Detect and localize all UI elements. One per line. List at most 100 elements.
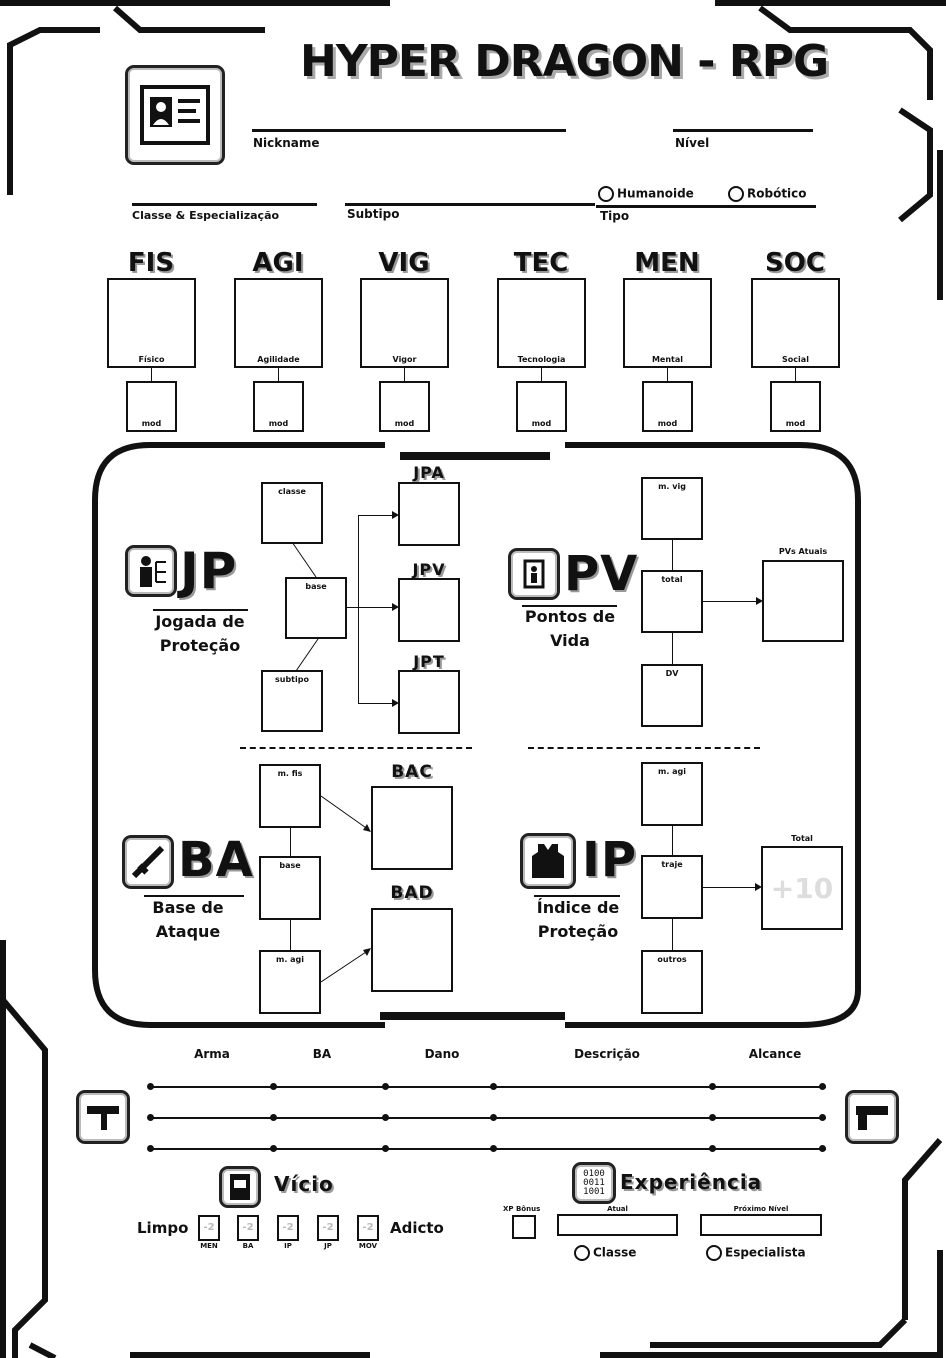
row-dot [709,1083,716,1090]
vicio-box-ba[interactable]: -2 [237,1215,259,1241]
bac-box[interactable] [371,786,453,870]
row-dot [147,1145,154,1152]
fis-score-box[interactable]: Físico [107,278,196,368]
agi-score-box[interactable]: Agilidade [234,278,323,368]
weapon-row[interactable] [147,1145,826,1152]
radio-circle[interactable] [706,1245,722,1261]
mod-label: mod [657,419,678,428]
vicio-box-jp[interactable]: -2 [317,1215,339,1241]
pv-dv-box[interactable]: DV [641,664,703,727]
row-dot [270,1083,277,1090]
pv-total-box[interactable]: total [641,570,703,633]
title-line: Proteção [537,922,619,941]
mod-label: mod [785,419,806,428]
subtipo-field[interactable] [345,203,595,206]
weapons-header-2: Dano [424,1047,460,1061]
tec-heading: TEC [513,248,569,278]
ba-magi-box[interactable]: m. agi [259,950,321,1014]
men-mod-box[interactable]: mod [642,381,693,432]
jpa-box[interactable] [398,482,460,546]
tec-score-box[interactable]: Tecnologia [497,278,586,368]
row-dot [382,1145,389,1152]
radio-circle[interactable] [598,186,614,202]
title-line: Pontos de [524,607,616,626]
row-dot [709,1145,716,1152]
nickname-field[interactable] [252,129,566,132]
vicio-box-men[interactable]: -2 [198,1215,220,1241]
vicio-box-label: IP [284,1242,292,1250]
ip-total-box[interactable]: +10 [761,846,843,930]
xp-proximo-box[interactable] [700,1214,822,1236]
xp-bonus-box[interactable] [512,1215,536,1239]
ip-traje-box[interactable]: traje [641,855,703,919]
men-score-box[interactable]: Mental [623,278,712,368]
vicio-box-ip[interactable]: -2 [277,1215,299,1241]
jpt-box[interactable] [398,670,460,734]
divider [534,895,620,897]
row-dot [382,1114,389,1121]
nivel-field[interactable] [673,129,813,132]
connector-line [290,920,291,950]
weapons-header-3: Descrição [574,1047,640,1061]
radio-label: Robótico [747,186,807,201]
ba-mfis-box[interactable]: m. fis [259,764,321,828]
bad-box[interactable] [371,908,453,992]
row-dot [147,1083,154,1090]
connector-line [404,368,405,381]
weapon-row[interactable] [147,1114,826,1121]
pv-mvig-box[interactable]: m. vig [641,477,703,540]
pv-atuais-box[interactable] [762,560,844,642]
ip-outros-box[interactable]: outros [641,950,703,1014]
title-line: Proteção [159,636,241,655]
agi-mod-box[interactable]: mod [253,381,304,432]
tec-mod-box[interactable]: mod [516,381,567,432]
weapon-row[interactable] [147,1083,826,1090]
classe-field[interactable] [132,203,317,206]
connector-line [795,368,796,381]
nickname-label: Nickname [253,136,320,150]
xp-classe-radio[interactable]: Classe [574,1245,636,1261]
soc-score-box[interactable]: Social [751,278,840,368]
arrow-jpa [358,511,399,519]
id-card-icon [125,65,225,165]
soc-name-label: Social [782,355,809,364]
jp-classe-box[interactable]: classe [261,482,323,544]
jp-base-box[interactable]: base [285,577,347,639]
xp-especialista-radio[interactable]: Especialista [706,1245,806,1261]
row-dot [709,1114,716,1121]
ip-magi-box[interactable]: m. agi [641,762,703,826]
ip-total-label: Total [791,834,813,843]
experiencia-title: Experiência [620,1170,763,1194]
title-line: Vida [550,631,590,650]
fis-name-label: Físico [138,355,165,364]
nivel-label: Nível [675,136,710,150]
vicio-box-label: MOV [358,1242,378,1250]
xp-atual-box[interactable] [557,1214,678,1236]
ba-base-box[interactable]: base [259,856,321,920]
jp-subtipo-box[interactable]: subtipo [261,670,323,732]
weapons-header-1: BA [312,1047,332,1061]
vig-mod-box[interactable]: mod [379,381,430,432]
tipo-robotico-radio[interactable]: Robótico [728,186,807,202]
connector-line [541,368,542,381]
soc-mod-box[interactable]: mod [770,381,821,432]
radio-label: Classe [593,1245,637,1260]
connector-arrows [321,795,371,983]
radio-circle[interactable] [574,1245,590,1261]
connector-line [672,826,673,855]
row-dot [490,1114,497,1121]
radio-circle[interactable] [728,186,744,202]
vicio-limpo-label: Limpo [137,1219,189,1237]
tipo-humanoide-radio[interactable]: Humanoide [598,186,694,202]
connector-line [672,919,673,950]
vicio-box-mov[interactable]: -2 [357,1215,379,1241]
box-label: classe [278,487,306,496]
jpv-box[interactable] [398,578,460,642]
fis-mod-box[interactable]: mod [126,381,177,432]
smg-icon [76,1090,130,1144]
tipo-field [596,205,816,208]
box-label: m. vig [658,482,686,491]
vig-score-box[interactable]: Vigor [360,278,449,368]
arrow-jpv [347,603,399,611]
